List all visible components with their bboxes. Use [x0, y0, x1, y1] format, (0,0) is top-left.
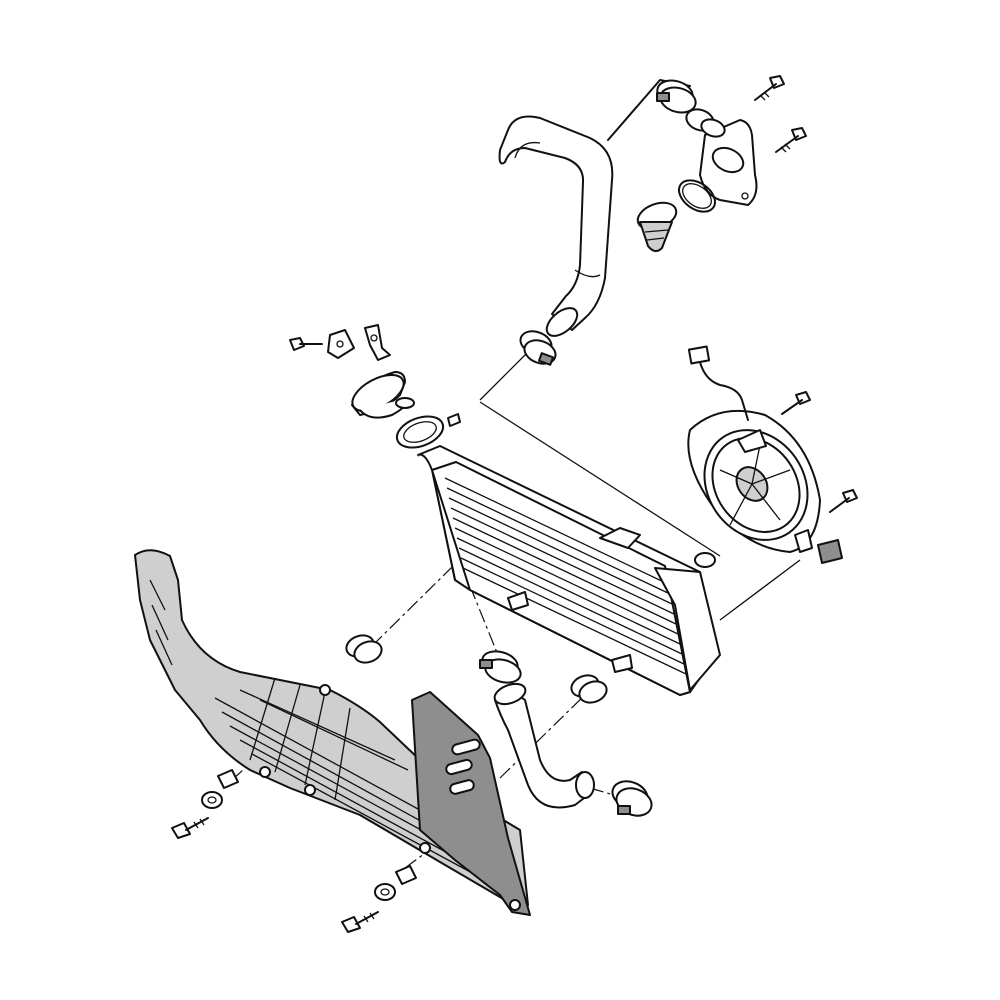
leader-line-grommet-upper — [371, 499, 521, 647]
leader-line-fan-lower — [719, 559, 801, 621]
upper-radiator-hose[interactable] — [498, 115, 614, 342]
fan-connector[interactable] — [687, 345, 749, 421]
thermostat-housing[interactable] — [699, 116, 758, 206]
mounting-bolt[interactable] — [781, 391, 811, 415]
o-ring[interactable] — [673, 174, 721, 218]
hose-clamp[interactable] — [655, 77, 699, 116]
fan-blades — [719, 444, 791, 526]
lower-radiator-hose[interactable] — [492, 680, 595, 809]
mounting-bolt[interactable] — [829, 489, 858, 513]
radiator-cap[interactable] — [347, 367, 415, 419]
collar[interactable] — [395, 865, 417, 885]
rubber-grommet[interactable] — [343, 632, 384, 666]
mounting-bolt[interactable] — [775, 127, 807, 153]
hose-clamp[interactable] — [609, 777, 656, 821]
mounting-bolt[interactable] — [341, 911, 379, 933]
leader-line-lower-hose — [469, 585, 501, 661]
hose-clamp[interactable] — [479, 648, 523, 687]
radiator-core[interactable] — [417, 445, 721, 696]
collar[interactable] — [817, 539, 843, 564]
filler-neck[interactable] — [393, 411, 461, 454]
leader-line-hose-to-radiator — [479, 349, 531, 401]
rubber-grommet[interactable] — [568, 672, 609, 706]
thermostat[interactable] — [634, 198, 680, 252]
cooling-fan[interactable] — [683, 409, 828, 560]
leader-line-grommet-lower — [499, 689, 591, 779]
mounting-bolt[interactable] — [171, 817, 209, 839]
washer[interactable] — [201, 791, 223, 809]
mounting-bracket[interactable] — [327, 329, 355, 359]
mounting-bolt[interactable] — [754, 75, 785, 101]
washer[interactable] — [374, 883, 396, 901]
hose-clamp[interactable] — [517, 327, 559, 368]
side-cover[interactable] — [411, 691, 531, 916]
leader-line-radiator-to-fan — [479, 401, 721, 557]
radiator-fins — [444, 477, 687, 675]
collar[interactable] — [217, 769, 239, 789]
mounting-bolt[interactable] — [289, 337, 323, 351]
mounting-bracket[interactable] — [364, 324, 391, 361]
